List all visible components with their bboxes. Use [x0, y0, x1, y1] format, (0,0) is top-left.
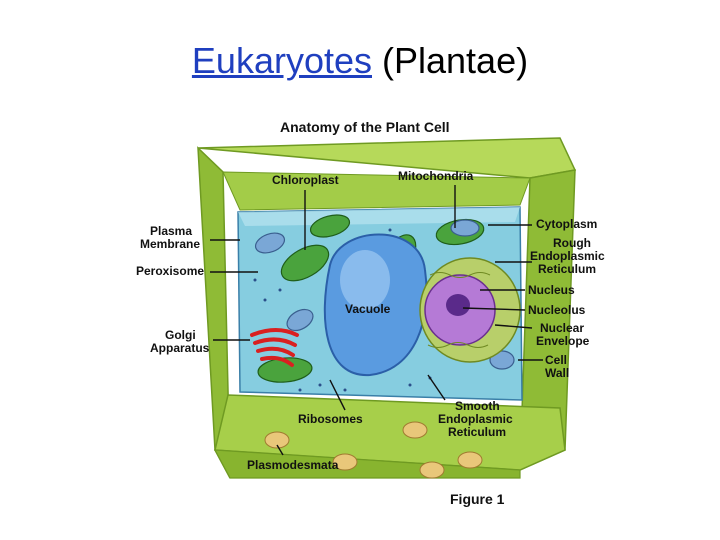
slide-title: Eukaryotes (Plantae) — [0, 40, 720, 82]
label-smooth-er-2: Endoplasmic — [438, 412, 513, 426]
cell-wall — [197, 137, 577, 479]
label-plasmodesmata: Plasmodesmata — [247, 458, 339, 472]
label-cytoplasm: Cytoplasm — [536, 217, 598, 231]
label-cell-wall-1: Cell — [545, 353, 568, 367]
nucleus-complex — [419, 257, 521, 363]
label-peroxisome: Peroxisome — [136, 264, 205, 278]
label-nuclear-envelope-1: Nuclear — [540, 321, 585, 335]
label-golgi-2: Apparatus — [150, 341, 210, 355]
label-chloroplast: Chloroplast — [272, 173, 339, 187]
ribosome-dots — [253, 228, 432, 392]
label-smooth-er-3: Reticulum — [448, 425, 507, 439]
label-rough-er-2: Endoplasmic — [530, 249, 605, 263]
plasmodesmata-pits — [264, 421, 483, 479]
eukaryotes-link[interactable]: Eukaryotes — [191, 40, 372, 81]
title-suffix: (Plantae) — [372, 40, 529, 81]
label-nuclear-envelope-2: Envelope — [536, 334, 590, 348]
vacuole — [323, 233, 428, 377]
label-nucleus: Nucleus — [528, 283, 575, 297]
leader-lines — [210, 185, 543, 456]
golgi-apparatus — [250, 328, 299, 367]
label-smooth-er-1: Smooth — [455, 399, 500, 413]
label-cell-wall-2: Wall — [545, 366, 570, 380]
label-nucleolus: Nucleolus — [528, 303, 586, 317]
label-plasma-membrane-1: Plasma — [150, 224, 193, 238]
label-rough-er-3: Reticulum — [538, 262, 597, 276]
label-plasma-membrane-2: Membrane — [140, 237, 201, 251]
label-vacuole: Vacuole — [345, 302, 391, 316]
figure-title: Anatomy of the Plant Cell — [280, 119, 450, 135]
label-rough-er-1: Rough — [553, 236, 591, 250]
figure-caption: Figure 1 — [450, 491, 505, 507]
label-golgi-1: Golgi — [165, 328, 196, 342]
label-ribosomes: Ribosomes — [298, 412, 363, 426]
mitochondria-organelles — [254, 219, 515, 370]
label-mitochondria: Mitochondria — [398, 169, 474, 183]
